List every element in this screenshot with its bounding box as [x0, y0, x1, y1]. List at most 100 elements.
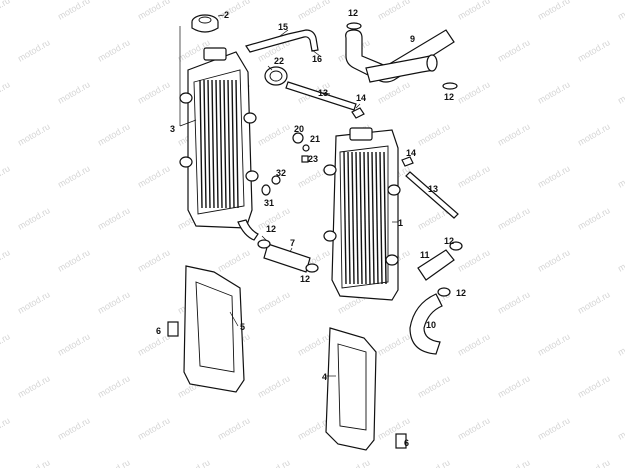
part-label-2: 2 — [224, 10, 229, 20]
part-label-1: 1 — [398, 218, 403, 228]
watermark-text: motod.ru — [616, 415, 625, 441]
radiator-fin — [199, 79, 203, 209]
connector-hose — [263, 243, 311, 273]
watermark-text: motod.ru — [256, 457, 292, 468]
part-label-4: 4 — [322, 372, 327, 382]
watermark-text: motod.ru — [56, 247, 92, 273]
screw — [302, 144, 310, 152]
watermark-text: motod.ru — [456, 247, 492, 273]
radiator-cap — [191, 14, 219, 33]
watermark-text: motod.ru — [616, 0, 625, 22]
bracket — [167, 321, 179, 337]
watermark-text: motod.ru — [376, 0, 412, 22]
part-label-32: 32 — [276, 168, 286, 178]
watermark-text: motod.ru — [96, 457, 132, 468]
part-label-12: 12 — [444, 236, 454, 246]
watermark-text: motod.ru — [536, 415, 572, 441]
part-label-12: 12 — [444, 92, 454, 102]
hose-clamp — [442, 82, 458, 90]
connector-hose — [417, 249, 455, 281]
watermark-text: motod.ru — [0, 331, 12, 357]
watermark-text: motod.ru — [456, 0, 492, 22]
hose-clamp — [305, 263, 319, 273]
part-label-14: 14 — [356, 93, 366, 103]
part-label-21: 21 — [310, 134, 320, 144]
part-label-31: 31 — [264, 198, 274, 208]
watermark-text: motod.ru — [536, 163, 572, 189]
radiator-fin — [211, 79, 215, 209]
radiator-shroud-left — [183, 265, 245, 393]
watermark-text: motod.ru — [376, 79, 412, 105]
watermark-text: motod.ru — [16, 289, 52, 315]
gasket-ring — [264, 66, 288, 86]
watermark-text: motod.ru — [576, 457, 612, 468]
watermark-text: motod.ru — [456, 163, 492, 189]
watermark-text: motod.ru — [56, 0, 92, 22]
hose-clip — [351, 107, 365, 119]
part-label-12: 12 — [348, 8, 358, 18]
watermark-text: motod.ru — [136, 163, 172, 189]
upper-coolant-hose — [345, 29, 455, 83]
watermark-text: motod.ru — [576, 373, 612, 399]
watermark-text: motod.ru — [496, 457, 532, 468]
watermark-text: motod.ru — [56, 163, 92, 189]
watermark-text: motod.ru — [16, 37, 52, 63]
radiator-fin — [207, 79, 211, 209]
watermark-text: motod.ru — [576, 205, 612, 231]
part-label-23: 23 — [308, 154, 318, 164]
radiator-fin — [359, 151, 363, 285]
overflow-hose-long — [285, 81, 357, 111]
radiator-fin — [371, 151, 375, 285]
right-radiator — [323, 127, 401, 301]
washer — [292, 132, 304, 144]
watermark-text: motod.ru — [256, 373, 292, 399]
part-label-15: 15 — [278, 22, 288, 32]
watermark-text: motod.ru — [616, 331, 625, 357]
radiator-fin — [347, 151, 351, 285]
watermark-text: motod.ru — [0, 0, 12, 22]
radiator-fin — [351, 151, 355, 285]
watermark-text: motod.ru — [456, 79, 492, 105]
watermark-text: motod.ru — [496, 121, 532, 147]
hose-clamp — [257, 239, 271, 249]
watermark-text: motod.ru — [416, 373, 452, 399]
plug — [271, 175, 281, 185]
radiator-fin — [203, 79, 207, 209]
watermark-text: motod.ru — [216, 0, 252, 22]
radiator-shroud-right — [325, 327, 377, 451]
watermark-text: motod.ru — [256, 121, 292, 147]
hose-clamp — [449, 241, 463, 251]
radiator-fin — [383, 151, 387, 285]
part-label-5: 5 — [240, 322, 245, 332]
watermark-text: motod.ru — [536, 331, 572, 357]
radiator-fin — [215, 79, 219, 209]
radiator-fin — [227, 79, 231, 209]
watermark-text: motod.ru — [496, 289, 532, 315]
watermark-text: motod.ru — [0, 79, 12, 105]
watermark-text: motod.ru — [256, 289, 292, 315]
hose-clip — [401, 156, 414, 167]
watermark-text: motod.ru — [136, 415, 172, 441]
bracket — [395, 433, 407, 449]
watermark-text: motod.ru — [16, 457, 52, 468]
watermark-text: motod.ru — [56, 415, 92, 441]
leader-lines — [179, 14, 398, 377]
radiator-fin — [235, 79, 239, 209]
overflow-hose-long — [405, 171, 459, 219]
watermark-text: motod.ru — [0, 415, 12, 441]
radiator-fin — [379, 151, 383, 285]
watermark-text: motod.ru — [616, 247, 625, 273]
watermark-text: motod.ru — [416, 457, 452, 468]
radiator-fin — [363, 151, 367, 285]
watermark-text: motod.ru — [0, 163, 12, 189]
radiator-fin — [375, 151, 379, 285]
part-label-12: 12 — [266, 224, 276, 234]
part-label-6: 6 — [156, 326, 161, 336]
watermark-text: motod.ru — [16, 373, 52, 399]
radiator-fin — [343, 151, 347, 285]
radiator-fin — [223, 79, 227, 209]
bushing — [301, 155, 309, 163]
part-label-22: 22 — [274, 56, 284, 66]
watermark-text: motod.ru — [536, 79, 572, 105]
watermark-text: motod.ru — [576, 121, 612, 147]
